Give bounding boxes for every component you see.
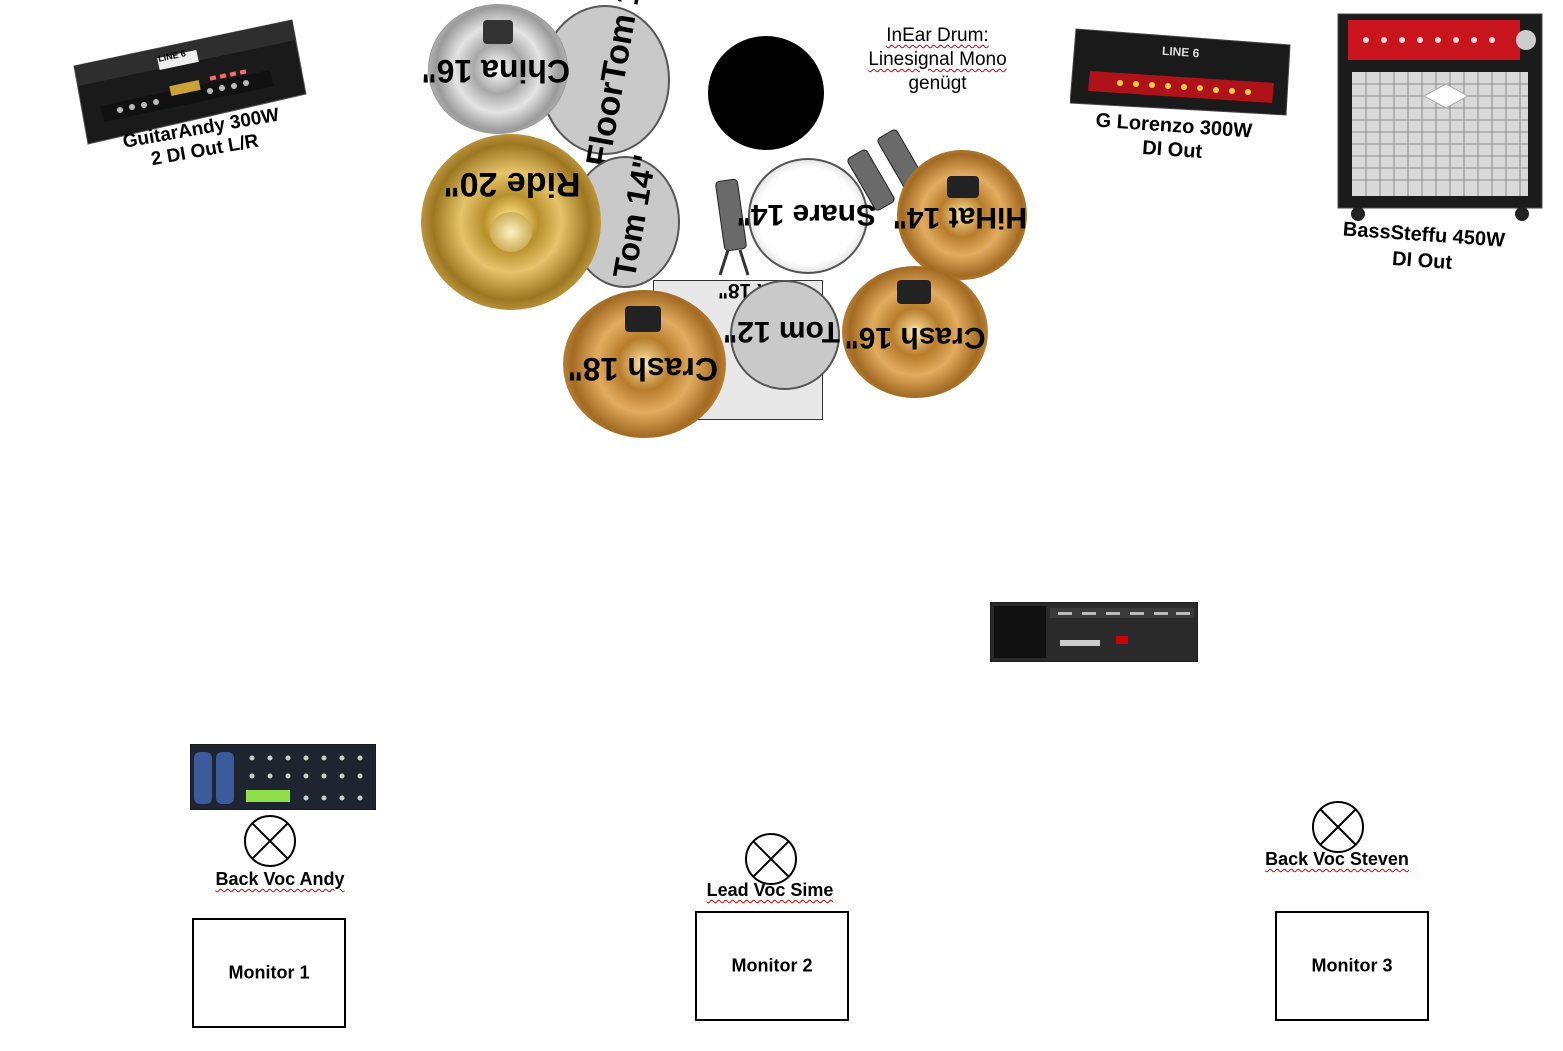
- ride-bell: [490, 212, 532, 252]
- amp-head-icon: [1069, 28, 1291, 116]
- vocal-steven-label: Back Voc Steven: [1237, 849, 1437, 870]
- bass-steffu-amp: [1336, 12, 1544, 222]
- monitor-1-label: Monitor 1: [228, 962, 310, 983]
- bass-combo-icon: [1337, 13, 1543, 221]
- china-cymbal: [428, 4, 568, 134]
- ride-label: Ride 20": [443, 165, 581, 203]
- inear-drum-dot: [708, 36, 824, 150]
- hihat-brand-icon: [947, 176, 979, 198]
- guitar-andy-amp: LINE 6: [70, 18, 308, 146]
- inear-note-line1: InEar Drum:: [886, 25, 989, 46]
- monitor-2-label: Monitor 2: [731, 955, 813, 976]
- drum-kit: Kick 18" FloorTom 16" China 16" Tom 14" …: [0, 0, 1563, 450]
- vocal-andy-text: Back Voc Andy: [215, 869, 345, 889]
- monitor-3-label: Monitor 3: [1311, 955, 1393, 976]
- foot-controller-icon: [989, 601, 1199, 663]
- hihat-label: HiHat 14": [892, 201, 1027, 234]
- snare-label: Snare 14": [736, 198, 876, 231]
- monitor-2: Monitor 2: [695, 911, 849, 1021]
- inear-note-line3: genügt: [908, 73, 967, 94]
- crash-18-brand-icon: [625, 306, 661, 332]
- g-lorenzo-amp: LINE 6: [1069, 25, 1294, 117]
- floor-board-icon: [189, 743, 377, 811]
- china-label: China 16": [421, 53, 570, 89]
- tom-12: [730, 280, 840, 390]
- mic-sime-icon: [745, 833, 797, 885]
- crash-16-brand-icon: [897, 280, 931, 304]
- snare-drum: [748, 158, 868, 274]
- crash-16-label: Crash 16": [844, 321, 986, 354]
- amp-brand-logo: LINE 6: [1161, 43, 1200, 61]
- mic-andy-icon: [244, 815, 296, 867]
- inear-note: InEar Drum: Linesignal Mono genügt: [850, 24, 1025, 96]
- monitor-1: Monitor 1: [192, 918, 346, 1028]
- monitor-3: Monitor 3: [1275, 911, 1429, 1021]
- china-brand-icon: [483, 20, 513, 44]
- mic-steven-icon: [1312, 801, 1364, 853]
- crash-18-label: Crash 18": [567, 351, 718, 387]
- inear-note-line2: Linesignal Mono: [868, 49, 1007, 70]
- vocal-andy-label: Back Voc Andy: [180, 869, 380, 890]
- amp-head-icon: [73, 19, 307, 145]
- vocal-sime-text: Lead Voc Sime: [706, 880, 834, 900]
- vocal-sime-label: Lead Voc Sime: [670, 880, 870, 901]
- hihat-cymbal: [897, 150, 1027, 280]
- vocal-steven-text: Back Voc Steven: [1265, 849, 1409, 869]
- pod-floor-board: [189, 743, 377, 811]
- tom-12-label: Tom 12": [722, 315, 840, 348]
- line6-foot-controller: [989, 601, 1199, 663]
